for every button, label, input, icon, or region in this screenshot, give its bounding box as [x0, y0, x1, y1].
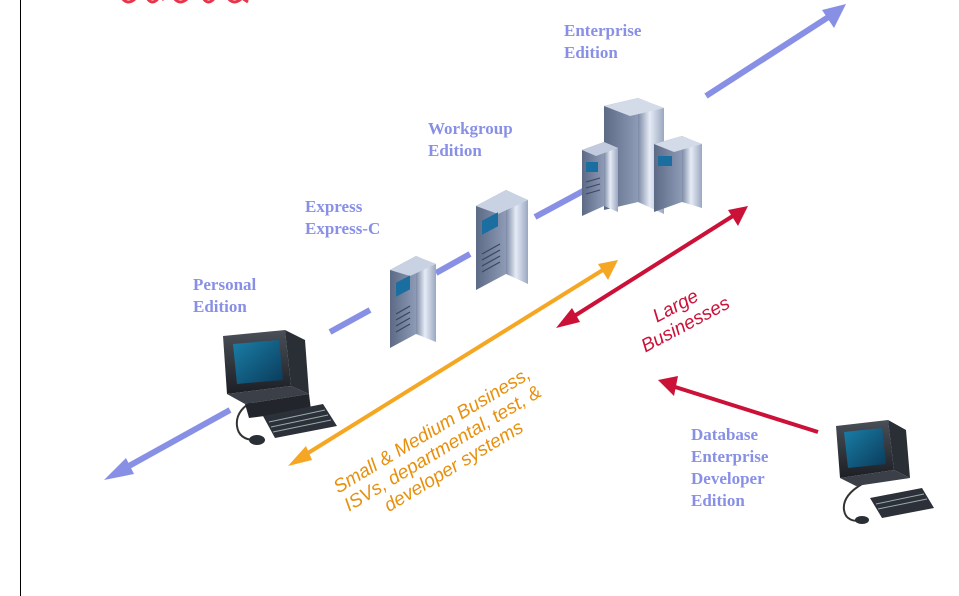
scalability-axis [104, 4, 846, 480]
axis-arrowhead-left [104, 458, 134, 480]
label-personal-edition: Personal Edition [193, 274, 256, 318]
developer-pc-icon [836, 420, 934, 524]
developer-line2: Enterprise [691, 447, 769, 466]
express-line2: Express-C [305, 219, 381, 238]
developer-line4: Edition [691, 491, 745, 510]
workgroup-server-icon [476, 190, 528, 290]
label-workgroup-edition: Workgroup Edition [428, 118, 513, 162]
enterprise-line2: Edition [564, 43, 618, 62]
workgroup-line2: Edition [428, 141, 482, 160]
workgroup-line1: Workgroup [428, 119, 513, 138]
axis-arrowhead-right [822, 4, 846, 28]
developer-arrow [658, 376, 819, 434]
slide-left-border [20, 0, 21, 596]
slide-title-fragment [118, 0, 258, 8]
enterprise-servers-icon [582, 98, 702, 216]
personal-line1: Personal [193, 275, 257, 294]
personal-line2: Edition [193, 297, 247, 316]
small-medium-arrow [288, 260, 618, 466]
developer-line3: Developer [691, 469, 765, 488]
label-developer-edition: Database Enterprise Developer Edition [691, 424, 768, 512]
developer-line1: Database [691, 425, 759, 444]
label-enterprise-edition: Enterprise Edition [564, 20, 641, 64]
enterprise-line1: Enterprise [564, 21, 642, 40]
large-business-arrow [556, 206, 748, 328]
express-line1: Express [305, 197, 363, 216]
label-express-edition: Express Express-C [305, 196, 380, 240]
express-server-icon [390, 256, 436, 348]
personal-pc-icon [223, 330, 337, 445]
